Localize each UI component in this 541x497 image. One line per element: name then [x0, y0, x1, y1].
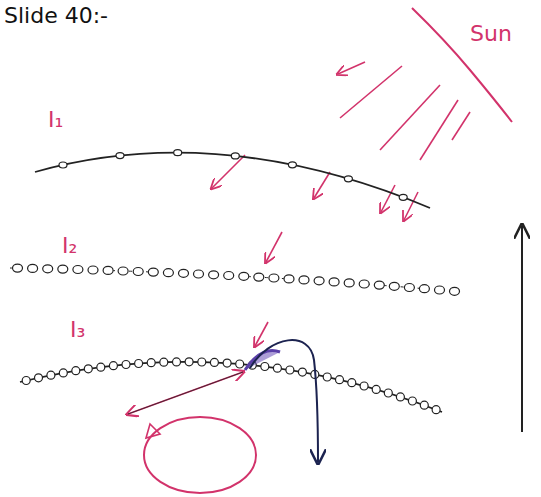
- particle-dot: [236, 360, 244, 368]
- particle-dot: [273, 364, 281, 372]
- particle-dot: [314, 277, 324, 285]
- ear-mark: [146, 424, 160, 438]
- particle-dot: [22, 377, 30, 385]
- particle-dot: [224, 272, 234, 280]
- particle-dot: [360, 382, 368, 390]
- particle-dot: [59, 369, 67, 377]
- height-arrow: [521, 226, 523, 432]
- particle-dot: [254, 273, 264, 281]
- particle-dot: [28, 264, 38, 272]
- particle-dot: [116, 153, 124, 159]
- particle-dot: [148, 268, 158, 276]
- particle-dot: [122, 361, 130, 369]
- signal-arrow: [128, 372, 243, 414]
- particle-dot: [336, 376, 344, 384]
- layer-label: I₁: [48, 108, 63, 132]
- head-outline: [144, 417, 256, 493]
- particle-dot: [450, 287, 460, 295]
- particle-dot: [43, 265, 53, 273]
- particle-dot: [372, 385, 380, 393]
- particle-dot: [59, 162, 67, 168]
- particle-dot: [194, 270, 204, 278]
- sun-rays: [212, 62, 470, 346]
- particle-dot: [299, 276, 309, 284]
- particle-dot: [396, 393, 404, 401]
- particle-dot: [239, 272, 249, 280]
- particle-dot: [288, 162, 296, 168]
- particle-dot: [231, 153, 239, 159]
- particle-dot: [198, 358, 206, 366]
- particle-dot: [359, 280, 369, 288]
- particle-dot: [209, 271, 219, 279]
- particle-dot: [284, 275, 294, 283]
- particle-dot: [348, 379, 356, 387]
- layer-label: I₃: [70, 318, 85, 342]
- particle-dot: [133, 268, 143, 276]
- particle-dot: [435, 286, 445, 294]
- particle-dot: [103, 266, 113, 274]
- particle-dot: [160, 358, 168, 366]
- particle-dot: [298, 368, 306, 376]
- particle-dot: [72, 367, 80, 375]
- particle-dot: [344, 279, 354, 287]
- sun-label: Sun: [470, 22, 512, 46]
- particle-dot: [210, 358, 218, 366]
- particle-dot: [73, 266, 83, 274]
- particle-dot: [97, 363, 105, 371]
- wave-path: [250, 340, 318, 462]
- particle-dot: [84, 365, 92, 373]
- particle-dot: [223, 359, 231, 367]
- particle-dot: [261, 363, 269, 371]
- slide-title: Slide 40:-: [4, 4, 108, 28]
- particle-dot: [35, 374, 43, 382]
- particle-dot: [374, 281, 384, 289]
- layer-label: I₂: [62, 234, 77, 258]
- particle-dot: [88, 266, 98, 274]
- layer-curve: [35, 153, 430, 208]
- signal-line: [128, 372, 243, 414]
- particle-dot: [432, 406, 440, 414]
- particle-dot: [173, 358, 181, 366]
- particle-dot: [404, 284, 414, 292]
- particle-dot: [269, 274, 279, 282]
- layer-curve: [20, 362, 442, 412]
- particle-dot: [47, 371, 55, 379]
- particle-dot: [419, 285, 429, 293]
- particle-dot: [344, 176, 352, 182]
- particle-dot: [179, 269, 189, 277]
- particle-dot: [286, 366, 294, 374]
- particle-dot: [163, 269, 173, 277]
- sun-arc: [412, 8, 512, 122]
- particle-dot: [174, 150, 182, 156]
- particle-dot: [408, 397, 416, 405]
- particle-dot: [420, 401, 428, 409]
- particle-dot: [13, 264, 23, 272]
- particle-dot: [109, 362, 117, 370]
- particle-dot: [323, 373, 331, 381]
- particle-dot: [399, 194, 407, 200]
- particle-dot: [389, 282, 399, 290]
- particle-dot: [185, 358, 193, 366]
- particle-dot: [118, 267, 128, 275]
- particle-dot: [135, 360, 143, 368]
- particle-dot: [384, 389, 392, 397]
- particle-dot: [147, 359, 155, 367]
- particle-dot: [58, 265, 68, 273]
- particle-dot: [329, 278, 339, 286]
